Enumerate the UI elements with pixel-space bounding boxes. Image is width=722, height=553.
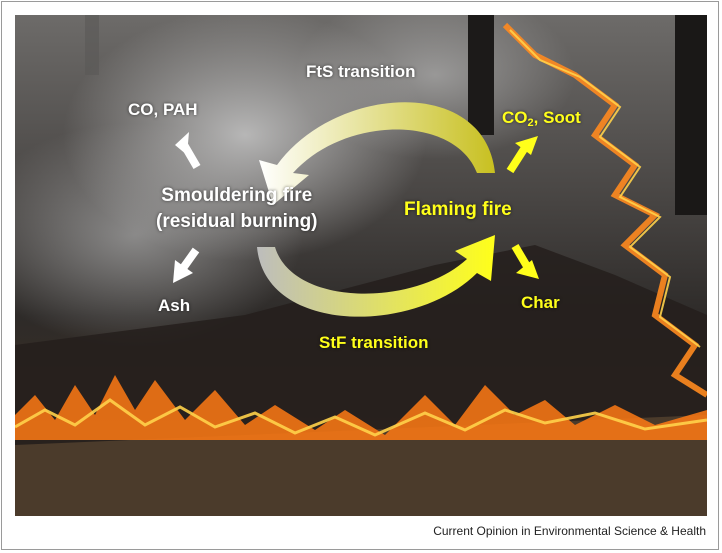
arrow-to-co-pah	[175, 132, 201, 170]
tree-trunk	[85, 15, 99, 75]
arrow-to-co2-soot	[506, 136, 538, 174]
forest-fire-photo	[15, 15, 707, 516]
smouldering-line2: (residual burning)	[156, 211, 318, 232]
photo-drawing	[15, 15, 707, 516]
flame-front-right-core	[509, 29, 701, 348]
arrow-to-ash	[173, 247, 200, 283]
arrow-to-char	[511, 243, 539, 279]
flaming-fire-label: Flaming fire	[404, 199, 512, 220]
flame-front-bottom	[15, 375, 707, 440]
co2-text: CO	[502, 108, 528, 127]
flame-front-bottom-core	[15, 398, 707, 437]
co2-subscript: 2	[527, 117, 534, 129]
co2-soot-label: CO2, Soot	[502, 108, 581, 129]
fts-transition-label: FtS transition	[306, 62, 416, 81]
soot-text: , Soot	[533, 108, 581, 127]
journal-caption: Current Opinion in Environmental Science…	[433, 524, 706, 538]
smouldering-line1: Smouldering fire	[161, 185, 313, 206]
ash-label: Ash	[158, 296, 191, 315]
smouldering-fire-label: Smouldering fire (residual burning)	[156, 183, 318, 235]
stf-transition-arrow	[257, 235, 495, 317]
unburnt-ground	[15, 415, 707, 516]
char-label: Char	[521, 293, 560, 312]
co-pah-label: CO, PAH	[128, 100, 198, 119]
stf-transition-label: StF transition	[319, 333, 429, 352]
tree-trunk	[468, 15, 494, 135]
fts-transition-arrow	[259, 102, 495, 205]
tree-trunk	[675, 15, 707, 215]
